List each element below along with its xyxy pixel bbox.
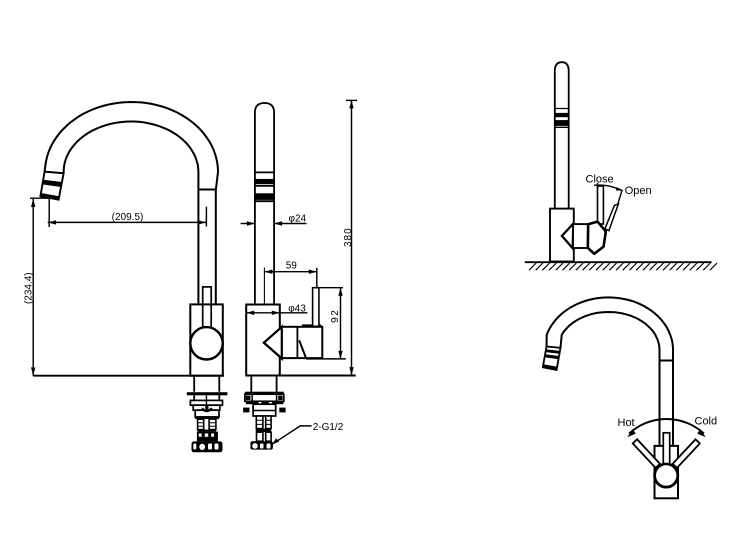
svg-text:92: 92: [330, 309, 341, 323]
svg-text:59: 59: [286, 260, 298, 271]
svg-text:φ43: φ43: [288, 303, 306, 314]
svg-text:2-G1/2: 2-G1/2: [313, 422, 344, 433]
svg-text:Hot: Hot: [618, 417, 635, 429]
svg-text:Open: Open: [625, 185, 652, 197]
svg-text:Cold: Cold: [695, 416, 718, 428]
svg-text:(234.4): (234.4): [24, 272, 35, 304]
svg-text:(209.5): (209.5): [112, 212, 144, 223]
svg-text:Close: Close: [586, 173, 614, 185]
svg-text:φ24: φ24: [289, 213, 307, 224]
svg-text:380: 380: [343, 227, 354, 247]
